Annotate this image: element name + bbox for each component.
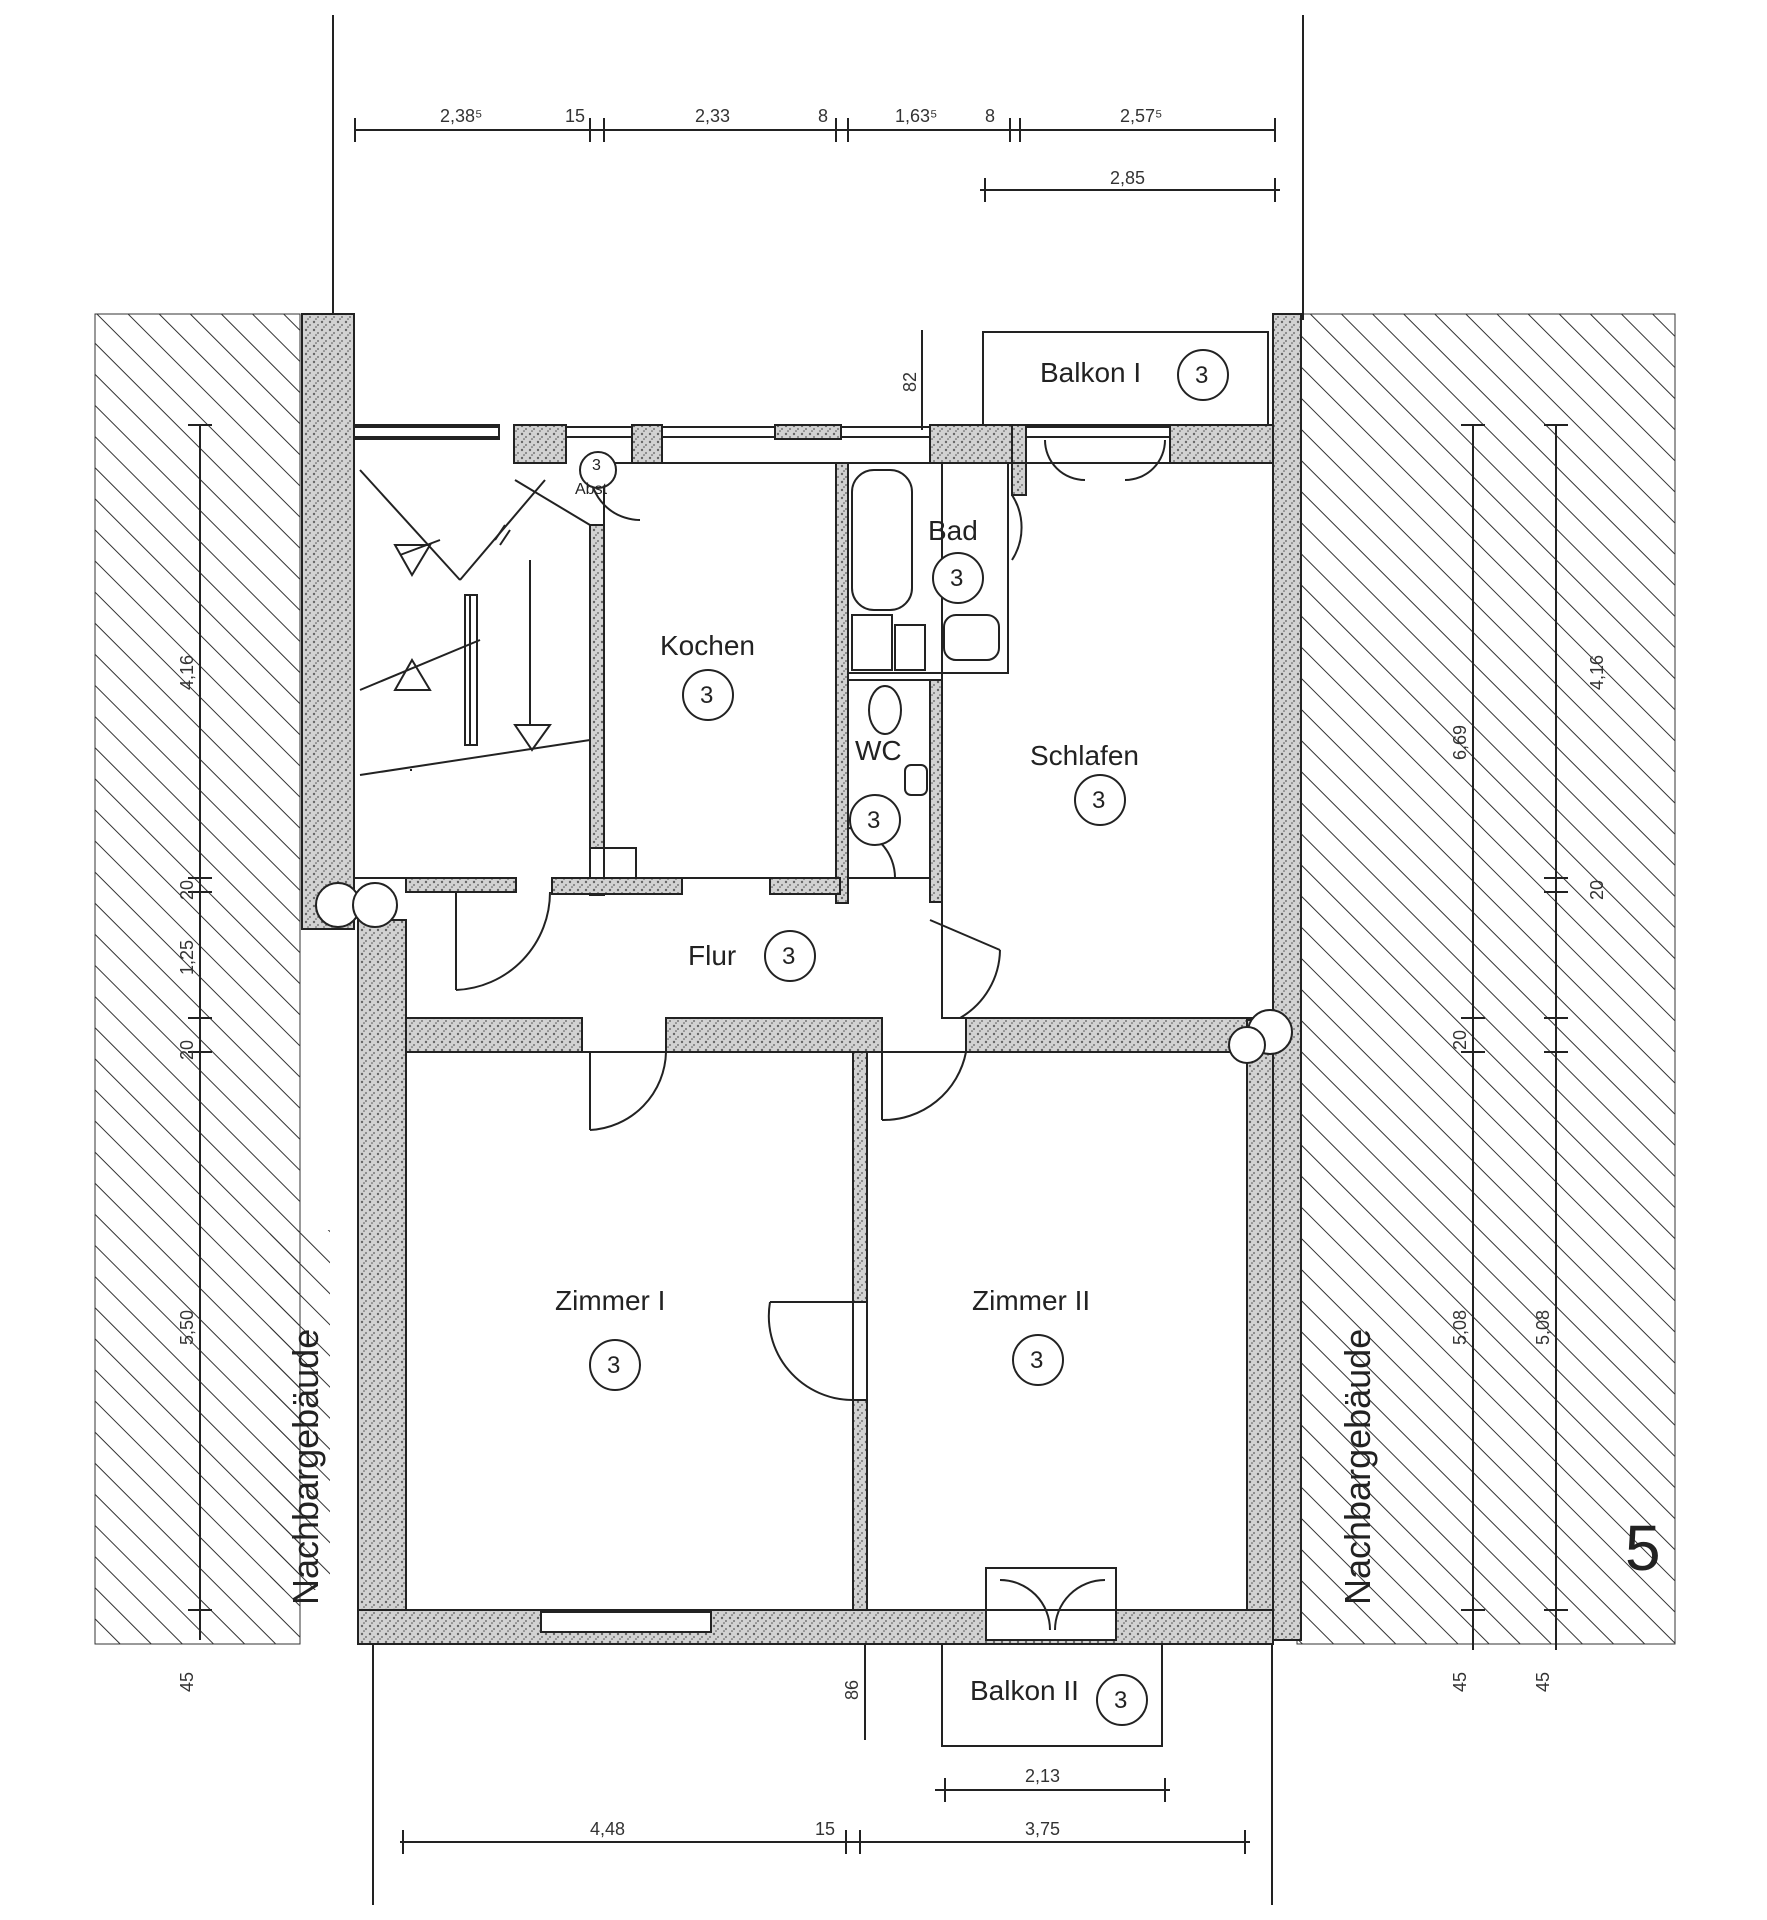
room-label-zimmer1: Zimmer I [555, 1285, 665, 1316]
room-number-schlafen: 3 [1092, 787, 1105, 814]
room-label-wc: WC [855, 735, 902, 766]
room-marker-flur [764, 930, 816, 982]
room-label-zimmer2: Zimmer II [972, 1285, 1090, 1316]
room-label-schlafen: Schlafen [1030, 740, 1139, 771]
room-marker-schlafen [1074, 774, 1126, 826]
room-label-bad: Bad [928, 515, 978, 546]
dim-top-6: 8 [985, 106, 995, 126]
dim-bottom-2: 15 [815, 1819, 835, 1839]
dim-right-b-3: 5,08 [1533, 1310, 1553, 1345]
room-number-balkon2: 3 [1114, 1687, 1127, 1714]
columns [315, 882, 1293, 1064]
room-marker-balkon1 [1177, 349, 1229, 401]
room-marker-kochen [682, 669, 734, 721]
dim-right-a-2: 20 [1450, 1030, 1470, 1050]
neighbor-building-right [1296, 313, 1676, 1645]
room-lines [354, 462, 1274, 1611]
dim-left-3: 1,25 [177, 940, 197, 975]
toilet [868, 685, 902, 735]
dim-left-5: 5,50 [177, 1310, 197, 1345]
dim-right-b-1: 4,16 [1587, 655, 1607, 690]
neighbor-label-left: Nachbargebäude [285, 1329, 326, 1605]
dim-left-4: 20 [177, 1040, 197, 1060]
dim-top-7: 2,57⁵ [1120, 106, 1163, 126]
room-marker-balkon2 [1096, 1674, 1148, 1726]
room-number-kochen: 3 [700, 682, 713, 709]
sheet-number: 5 [1625, 1512, 1661, 1584]
fixtures [851, 469, 1000, 796]
dimension-lines [188, 118, 1568, 1854]
room-label-balkon2: Balkon II [970, 1675, 1079, 1706]
room-label-flur: Flur [688, 940, 736, 971]
neighbor-label-right: Nachbargebäude [1337, 1329, 1378, 1605]
extension-lines [332, 15, 1304, 1905]
room-number-bad: 3 [950, 565, 963, 592]
dim-top-1: 2,38⁵ [440, 106, 483, 126]
room-number-zimmer2: 3 [1030, 1347, 1043, 1374]
room-label-balkon1: Balkon I [1040, 357, 1141, 388]
room-number-flur: 3 [782, 943, 795, 970]
dim-right-a-4: 45 [1450, 1672, 1470, 1692]
dim-top-2: 15 [565, 106, 585, 126]
room-marker-zimmer1 [589, 1339, 641, 1391]
dim-right-a-3: 5,08 [1450, 1310, 1470, 1345]
room-marker-abstellraum [579, 451, 617, 489]
washbasin [943, 614, 1000, 661]
dim-top-3: 2,33 [695, 106, 730, 126]
dim-left-1: 4,16 [177, 655, 197, 690]
room-label-abstellraum: Abst [575, 481, 608, 498]
dim-right-b-4: 45 [1533, 1672, 1553, 1692]
room-number-zimmer1: 3 [607, 1352, 620, 1379]
dim-bottom-3: 3,75 [1025, 1819, 1060, 1839]
bathtub [851, 469, 913, 611]
stair-flight [359, 469, 591, 776]
dim-right-b-2: 20 [1587, 880, 1607, 900]
room-marker-bad [932, 552, 984, 604]
dim-top-second: 2,85 [1110, 168, 1145, 188]
dim-balkon2-width: 2,13 [1025, 1766, 1060, 1786]
room-marker-wc [849, 794, 901, 846]
room-label-kochen: Kochen [660, 630, 755, 661]
room-number-balkon1: 3 [1195, 362, 1208, 389]
room-number-abstellraum: 3 [592, 457, 601, 474]
dim-balkon2-depth: 86 [842, 1680, 862, 1700]
dim-top-4: 8 [818, 106, 828, 126]
windows [353, 426, 1171, 1641]
dim-left-2: 20 [177, 880, 197, 900]
room-number-wc: 3 [867, 807, 880, 834]
room-marker-zimmer2 [1012, 1334, 1064, 1386]
dim-left-6: 45 [177, 1672, 197, 1692]
dim-bottom-1: 4,48 [590, 1819, 625, 1839]
dim-right-a-1: 6,69 [1450, 725, 1470, 760]
dim-balkon1-depth: 82 [900, 372, 920, 392]
dim-top-5: 1,63⁵ [895, 106, 938, 126]
neighbor-building-left [94, 313, 301, 1645]
